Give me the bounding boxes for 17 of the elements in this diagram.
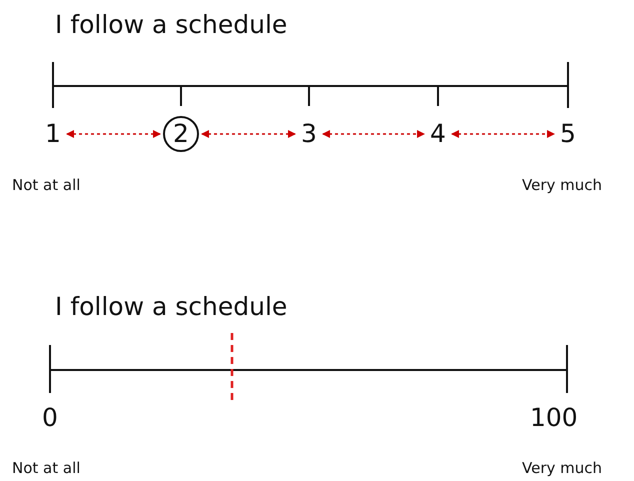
scale-value: 0 [42, 403, 58, 432]
scale-number: 4 [427, 119, 449, 149]
anchor-label: Not at all [12, 176, 80, 194]
double-arrow [201, 130, 296, 138]
scale-number: 1 [42, 119, 64, 149]
double-arrow [322, 130, 425, 138]
scale-title: I follow a schedule [55, 10, 288, 39]
anchor-label: Very much [522, 459, 602, 477]
double-arrow [451, 130, 555, 138]
anchor-label: Not at all [12, 459, 80, 477]
scale-value: 100 [530, 403, 578, 432]
scale-number: 3 [298, 119, 320, 149]
scale-number: 5 [557, 119, 579, 149]
circled-number: 2 [163, 116, 199, 152]
double-arrow [66, 130, 161, 138]
anchor-label: Very much [522, 176, 602, 194]
scale-title: I follow a schedule [55, 292, 288, 321]
